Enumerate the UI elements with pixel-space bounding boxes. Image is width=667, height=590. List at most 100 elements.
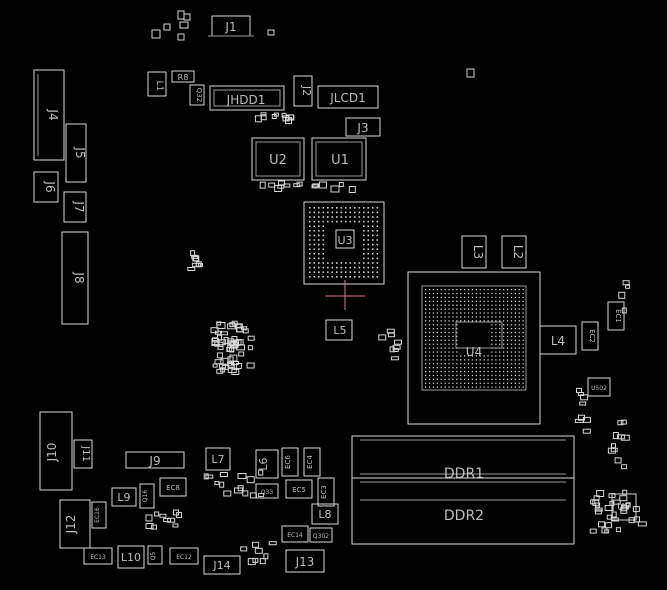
pin — [376, 230, 379, 232]
inductor-l5: L5 — [325, 319, 353, 341]
pin — [425, 374, 427, 377]
pin — [372, 276, 374, 278]
pin — [475, 296, 477, 299]
pin — [475, 316, 477, 318]
passive-part — [258, 469, 264, 476]
pin — [452, 367, 454, 369]
pin — [483, 304, 485, 306]
pin — [510, 347, 513, 349]
pin — [354, 271, 356, 273]
pin — [479, 289, 481, 291]
pin — [506, 316, 509, 318]
pin — [428, 308, 431, 310]
capacitor-ec1: EC1 — [607, 301, 625, 331]
pin — [518, 382, 520, 384]
pin — [444, 296, 446, 299]
label-l6: L6 — [257, 457, 270, 470]
pin — [340, 266, 343, 269]
pin — [495, 351, 497, 353]
pin — [467, 355, 470, 357]
pin — [349, 262, 352, 264]
pin — [471, 300, 474, 302]
pin — [425, 335, 427, 338]
pin — [479, 370, 481, 373]
pin — [428, 300, 431, 302]
pin — [506, 363, 509, 365]
pin — [514, 335, 516, 338]
pin — [452, 374, 454, 377]
pin — [460, 386, 462, 388]
pin — [349, 266, 352, 269]
transistor-q32: Q32 — [189, 84, 205, 106]
pin — [522, 316, 524, 318]
pin — [503, 351, 505, 353]
pin — [376, 216, 379, 218]
pin — [452, 296, 454, 299]
pin — [518, 296, 520, 299]
passive-part — [219, 481, 225, 488]
pin — [467, 300, 470, 302]
passive-part — [268, 541, 277, 546]
pin — [460, 367, 462, 369]
pin — [464, 320, 466, 322]
pin — [499, 320, 501, 322]
pin — [495, 335, 497, 338]
pin — [479, 359, 481, 361]
pin — [475, 320, 477, 322]
pin — [448, 331, 450, 334]
pin — [510, 335, 513, 338]
label-r8: R8 — [178, 73, 189, 82]
pin — [432, 320, 435, 322]
pin — [467, 363, 470, 365]
pin — [456, 304, 458, 306]
pin — [331, 276, 334, 278]
pin — [467, 320, 470, 322]
pin — [491, 335, 493, 338]
pin — [518, 331, 520, 334]
pin — [483, 296, 485, 299]
pin — [460, 363, 462, 365]
pin — [456, 351, 458, 353]
pin — [522, 351, 524, 353]
passive-part — [277, 180, 285, 186]
passive-components — [145, 112, 647, 566]
pin — [444, 312, 446, 314]
label-u1: U1 — [331, 153, 349, 168]
pin — [448, 347, 450, 349]
pin — [471, 296, 474, 299]
pin — [514, 355, 516, 357]
pin — [467, 374, 470, 377]
pin — [456, 324, 458, 326]
inductor-l3: L3 — [461, 235, 487, 269]
pin — [318, 243, 320, 246]
passive-part — [167, 517, 176, 523]
pin — [367, 257, 370, 260]
pin — [503, 316, 505, 318]
pin — [367, 225, 370, 227]
pin — [460, 316, 462, 318]
passive-part — [227, 356, 234, 364]
pin — [444, 308, 446, 310]
pin — [475, 289, 477, 291]
label-q302: Q302 — [313, 533, 329, 540]
passive-part — [187, 267, 196, 271]
pin — [510, 351, 513, 353]
connector-j13: J13 — [285, 549, 325, 573]
pin — [522, 300, 524, 302]
pin — [358, 276, 361, 278]
pin — [503, 335, 505, 338]
connector-j4: J4 — [33, 69, 65, 161]
connector-j10: J10 — [39, 411, 73, 491]
pin — [514, 292, 516, 295]
pin — [432, 378, 435, 380]
pin — [510, 367, 513, 369]
pin — [471, 304, 474, 306]
pin — [309, 243, 311, 246]
pin — [456, 331, 458, 334]
pin — [495, 370, 497, 373]
u3-pin-grid — [309, 207, 379, 278]
chip-u3: U3 — [303, 201, 385, 285]
pin — [491, 367, 493, 369]
passive-part — [159, 513, 167, 518]
pin — [464, 363, 466, 365]
